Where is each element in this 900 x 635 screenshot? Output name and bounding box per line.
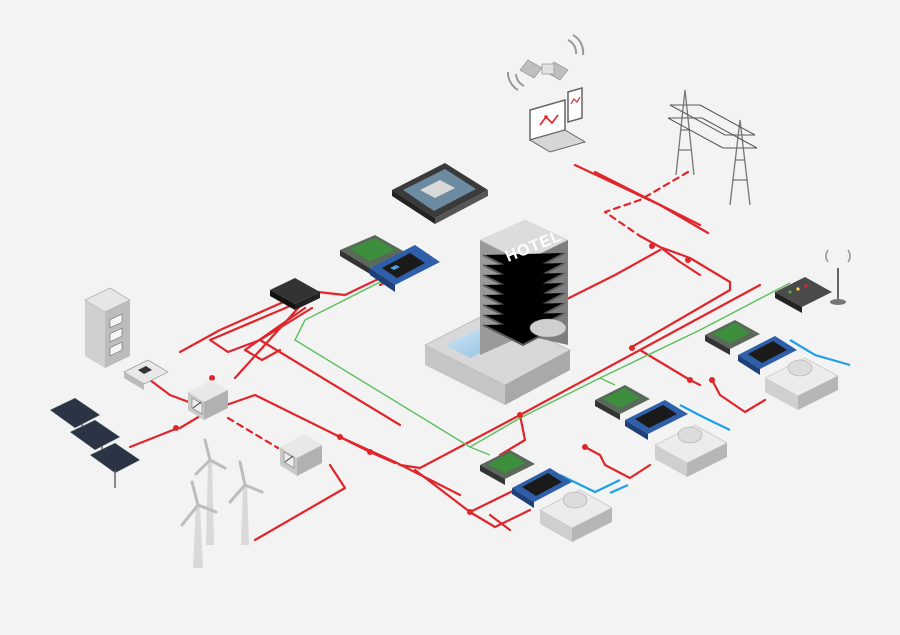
controller-module-icon [512,468,572,508]
controller-module-icon [705,320,760,355]
server-rack-icon [84,287,131,368]
controller-module-icon [738,336,797,375]
power-pylon-icon [667,89,758,206]
circuit-breaker-icon [337,434,343,440]
circuit-breaker-icon [367,449,373,455]
inverter-icon [188,380,228,420]
antenna-icon [825,249,851,305]
circuit-breaker-icon [467,509,473,515]
satellite-icon [506,34,585,91]
wind-turbine-icon [180,480,218,568]
circuit-breaker-icon [582,444,588,450]
controller-module-icon [370,245,440,292]
circuit-breaker-icon [209,375,215,381]
circuit-breaker-icon [173,425,179,431]
controller-module-icon [340,235,405,274]
circuit-breaker-icon [649,243,655,249]
controller-module-icon [123,359,169,390]
controller-module-icon [595,385,650,420]
hotel-building-icon: HOTEL [424,220,571,405]
circuit-breakers [173,243,715,515]
communication-gateway-icon [270,278,320,310]
controller-module-icon [480,450,535,485]
wind-turbine-icon [228,460,264,545]
circuit-breaker-icon [685,257,691,263]
hmi-panel-icon [392,163,488,224]
wind-turbine-icon [194,438,227,545]
controller-module-icon [775,277,832,313]
circuit-breaker-icon [629,345,635,351]
smartphone-icon [567,87,583,123]
circuit-breaker-icon [687,377,693,383]
laptop-icon [528,99,587,153]
power-lines [128,163,767,542]
circuit-breaker-icon [517,412,523,418]
inverter-icon [280,434,322,476]
solar-panel-icon [89,442,141,488]
generator-icon [539,489,613,542]
coolant-lines [559,339,851,495]
control-lines [294,271,791,456]
generator-icon [654,424,728,477]
circuit-breaker-icon [709,377,715,383]
generator-icon [764,357,839,410]
controller-module-icon [625,400,688,440]
